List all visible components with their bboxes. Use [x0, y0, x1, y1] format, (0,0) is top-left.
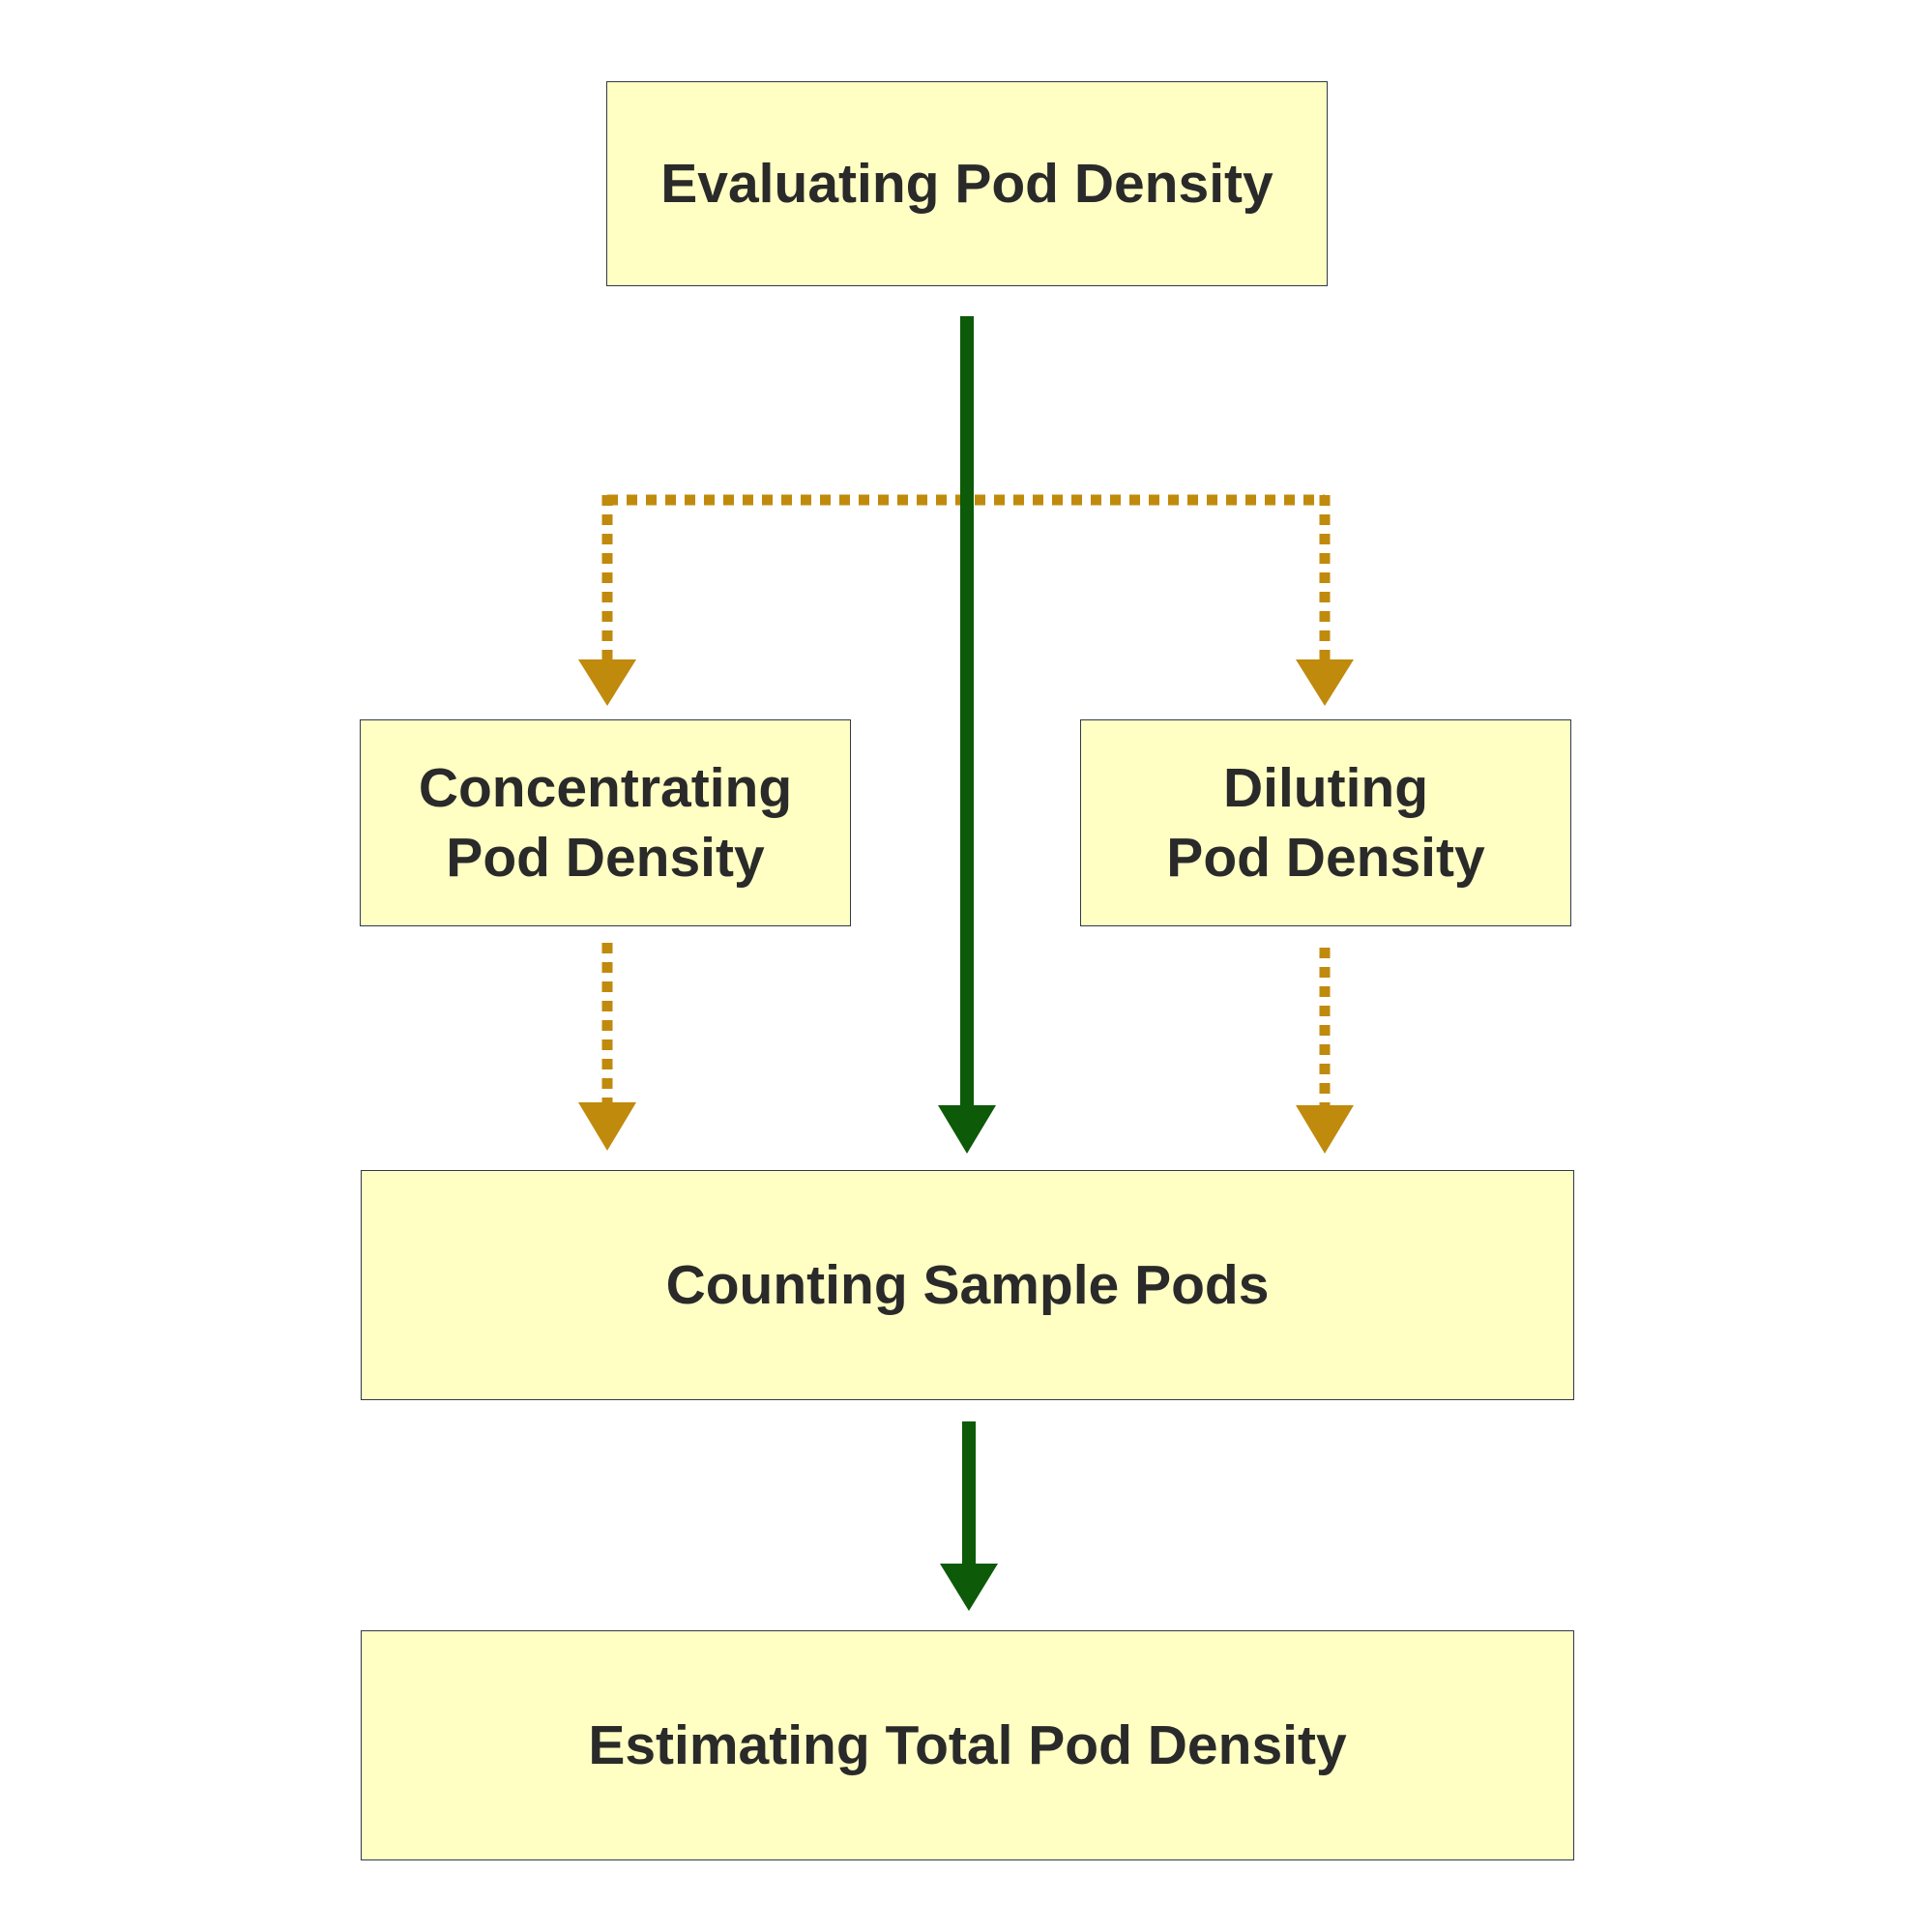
node-label-line: Pod Density [1166, 827, 1485, 889]
node-label-line: Evaluating Pod Density [660, 152, 1273, 215]
node-label-line: Counting Sample Pods [665, 1253, 1270, 1316]
solid-arrowhead-to-estimating [940, 1564, 998, 1611]
node-concentrating-pod-density: Concentrating Pod Density [360, 719, 851, 926]
node-label-line: Concentrating [418, 756, 793, 819]
node-label-line: Pod Density [446, 827, 765, 889]
node-counting-sample-pods: Counting Sample Pods [361, 1170, 1574, 1400]
solid-arrowhead-to-counting [938, 1105, 996, 1154]
node-evaluating-pod-density: Evaluating Pod Density [606, 81, 1328, 286]
node-label-line: Estimating Total Pod Density [588, 1713, 1347, 1776]
dotted-arrowhead-concentrating-to-counting [578, 1102, 636, 1151]
node-estimating-total-pod-density: Estimating Total Pod Density [361, 1630, 1574, 1860]
dotted-arrowhead-to-diluting [1296, 659, 1354, 706]
dotted-arrowhead-diluting-to-counting [1296, 1105, 1354, 1154]
node-label-line: Diluting [1222, 756, 1429, 819]
node-diluting-pod-density: Diluting Pod Density [1080, 719, 1571, 926]
dotted-arrowhead-to-concentrating [578, 659, 636, 706]
